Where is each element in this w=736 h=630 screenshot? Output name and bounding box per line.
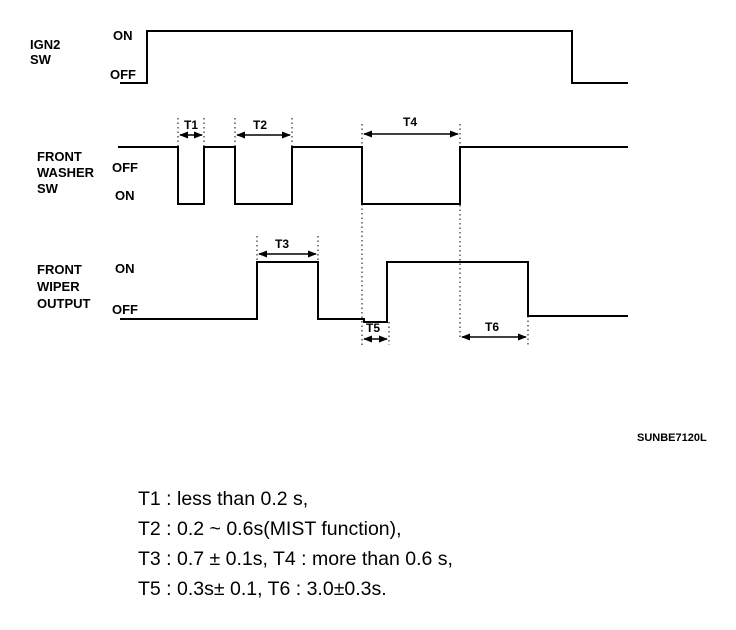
washer-label-line1: FRONT [37,149,82,164]
wiper-label-line2: WIPER [37,279,80,294]
washer-label-line3: SW [37,181,59,196]
t1-label: T1 [184,118,198,132]
t4-label: T4 [403,115,417,129]
ign2-off-label: OFF [110,67,136,82]
figure-code: SUNBE7120L [637,432,707,444]
t3-label: T3 [275,237,289,251]
note-t1: T1 : less than 0.2 s, [138,488,309,510]
note-t3-t4: T3 : 0.7 ± 0.1s, T4 : more than 0.6 s, [138,548,453,570]
t6-label: T6 [485,320,499,334]
washer-off-label: OFF [112,160,138,175]
note-t2: T2 : 0.2 ~ 0.6s(MIST function), [138,518,402,540]
washer-label-line2: WASHER [37,165,95,180]
ign2-label-line1: IGN2 [30,37,60,52]
wiper-waveform [120,261,628,323]
wiper-off-label: OFF [112,302,138,317]
wiper-label-line3: OUTPUT [37,296,91,311]
washer-on-label: ON [115,188,135,203]
wiper-on-label: ON [115,261,135,276]
note-t5-t6: T5 : 0.3s± 0.1, T6 : 3.0±0.3s. [138,578,387,600]
washer-waveform [118,146,628,205]
t5-label: T5 [366,321,380,335]
timing-notes: T1 : less than 0.2 s, T2 : 0.2 ~ 0.6s(MI… [138,484,698,604]
t2-label: T2 [253,118,267,132]
ign2-label-line2: SW [30,52,52,67]
wiper-label-line1: FRONT [37,262,82,277]
ign2-waveform [120,30,628,84]
ign2-on-label: ON [113,28,133,43]
